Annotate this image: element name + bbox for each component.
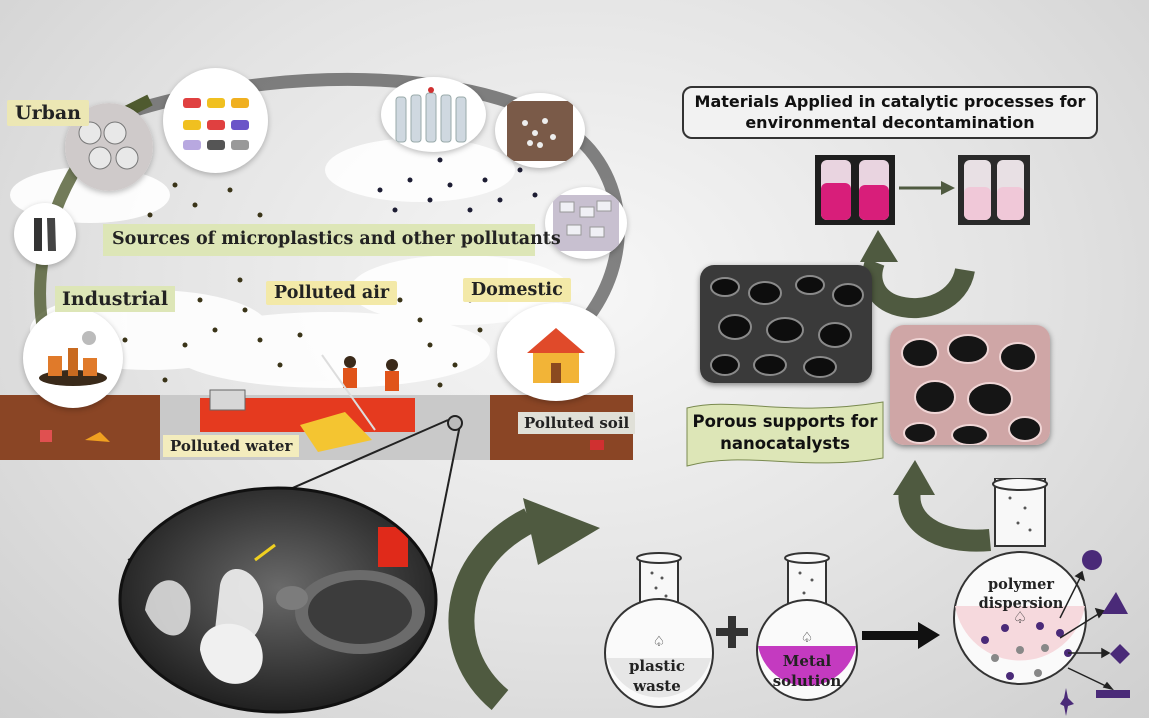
gloves-bubble: [14, 203, 76, 265]
triangle-shape: [1102, 592, 1128, 614]
cars-bubble: [163, 68, 268, 173]
metal-solution-label: Metal solution: [772, 652, 842, 690]
factory-icon: [39, 331, 107, 386]
urban-label: Urban: [7, 100, 89, 126]
polluted-water-label: Polluted water: [163, 435, 300, 457]
porous-supports-flag: [686, 401, 884, 467]
gloves-icon: [34, 218, 56, 251]
circle-shape: [1082, 550, 1102, 570]
plastic-waste-label: plastic waste: [628, 657, 686, 695]
vials-after: [958, 155, 1030, 225]
sem-image-1: [700, 265, 872, 383]
factory-bubble: [23, 308, 123, 408]
flask-polymer-dispersion: ♤: [953, 478, 1130, 716]
pellets-icon: [507, 101, 573, 161]
vials-before: [815, 155, 895, 225]
sources-label: Sources of microplastics and other pollu…: [112, 229, 561, 249]
sem-image-2: [890, 325, 1050, 445]
diamond-shape: [1110, 644, 1130, 664]
house-icon: [527, 328, 585, 383]
star-shape: [1060, 688, 1074, 716]
bottles-bubble: [381, 77, 486, 152]
sources-ribbon: [103, 224, 535, 256]
polymer-dispersion-label: polymer dispersion: [978, 576, 1064, 612]
domestic-label: Domestic: [463, 278, 571, 302]
ocean-image: [120, 488, 436, 712]
dispersion-arrows: [1059, 570, 1115, 691]
polymer-particles: [981, 622, 1072, 680]
materials-title-box: Materials Applied in catalytic processes…: [682, 86, 1098, 139]
polluted-soil-label: Polluted soil: [518, 412, 636, 434]
polluted-air-label: Polluted air: [266, 281, 398, 305]
granules-bubble: [545, 187, 627, 259]
house-bubble: [497, 303, 615, 401]
industrial-label: Industrial: [55, 286, 176, 312]
plus-icon: [716, 616, 748, 648]
granules-icon: [553, 195, 619, 251]
porous-supports-label: Porous supports for nanocatalysts: [692, 412, 878, 453]
pellets-bubble: [495, 93, 585, 168]
svg-text:♤: ♤: [653, 634, 666, 650]
bar-shape: [1096, 690, 1130, 698]
ground-debris: [40, 430, 604, 450]
flasks-illustration: ♤ ♤ ♤: [604, 478, 1130, 716]
vial-arrow: [899, 181, 955, 195]
svg-text:♤: ♤: [801, 630, 814, 646]
bottles-icon: [395, 87, 467, 143]
workers-illustration: [321, 354, 399, 431]
zoom-origin: [447, 415, 463, 431]
reaction-arrow: [862, 622, 940, 649]
flask-plastic-waste: ♤: [604, 552, 714, 708]
cars-icon: [183, 98, 249, 150]
svg-text:♤: ♤: [1013, 608, 1027, 627]
flask-metal-solution: ♤: [756, 552, 858, 701]
